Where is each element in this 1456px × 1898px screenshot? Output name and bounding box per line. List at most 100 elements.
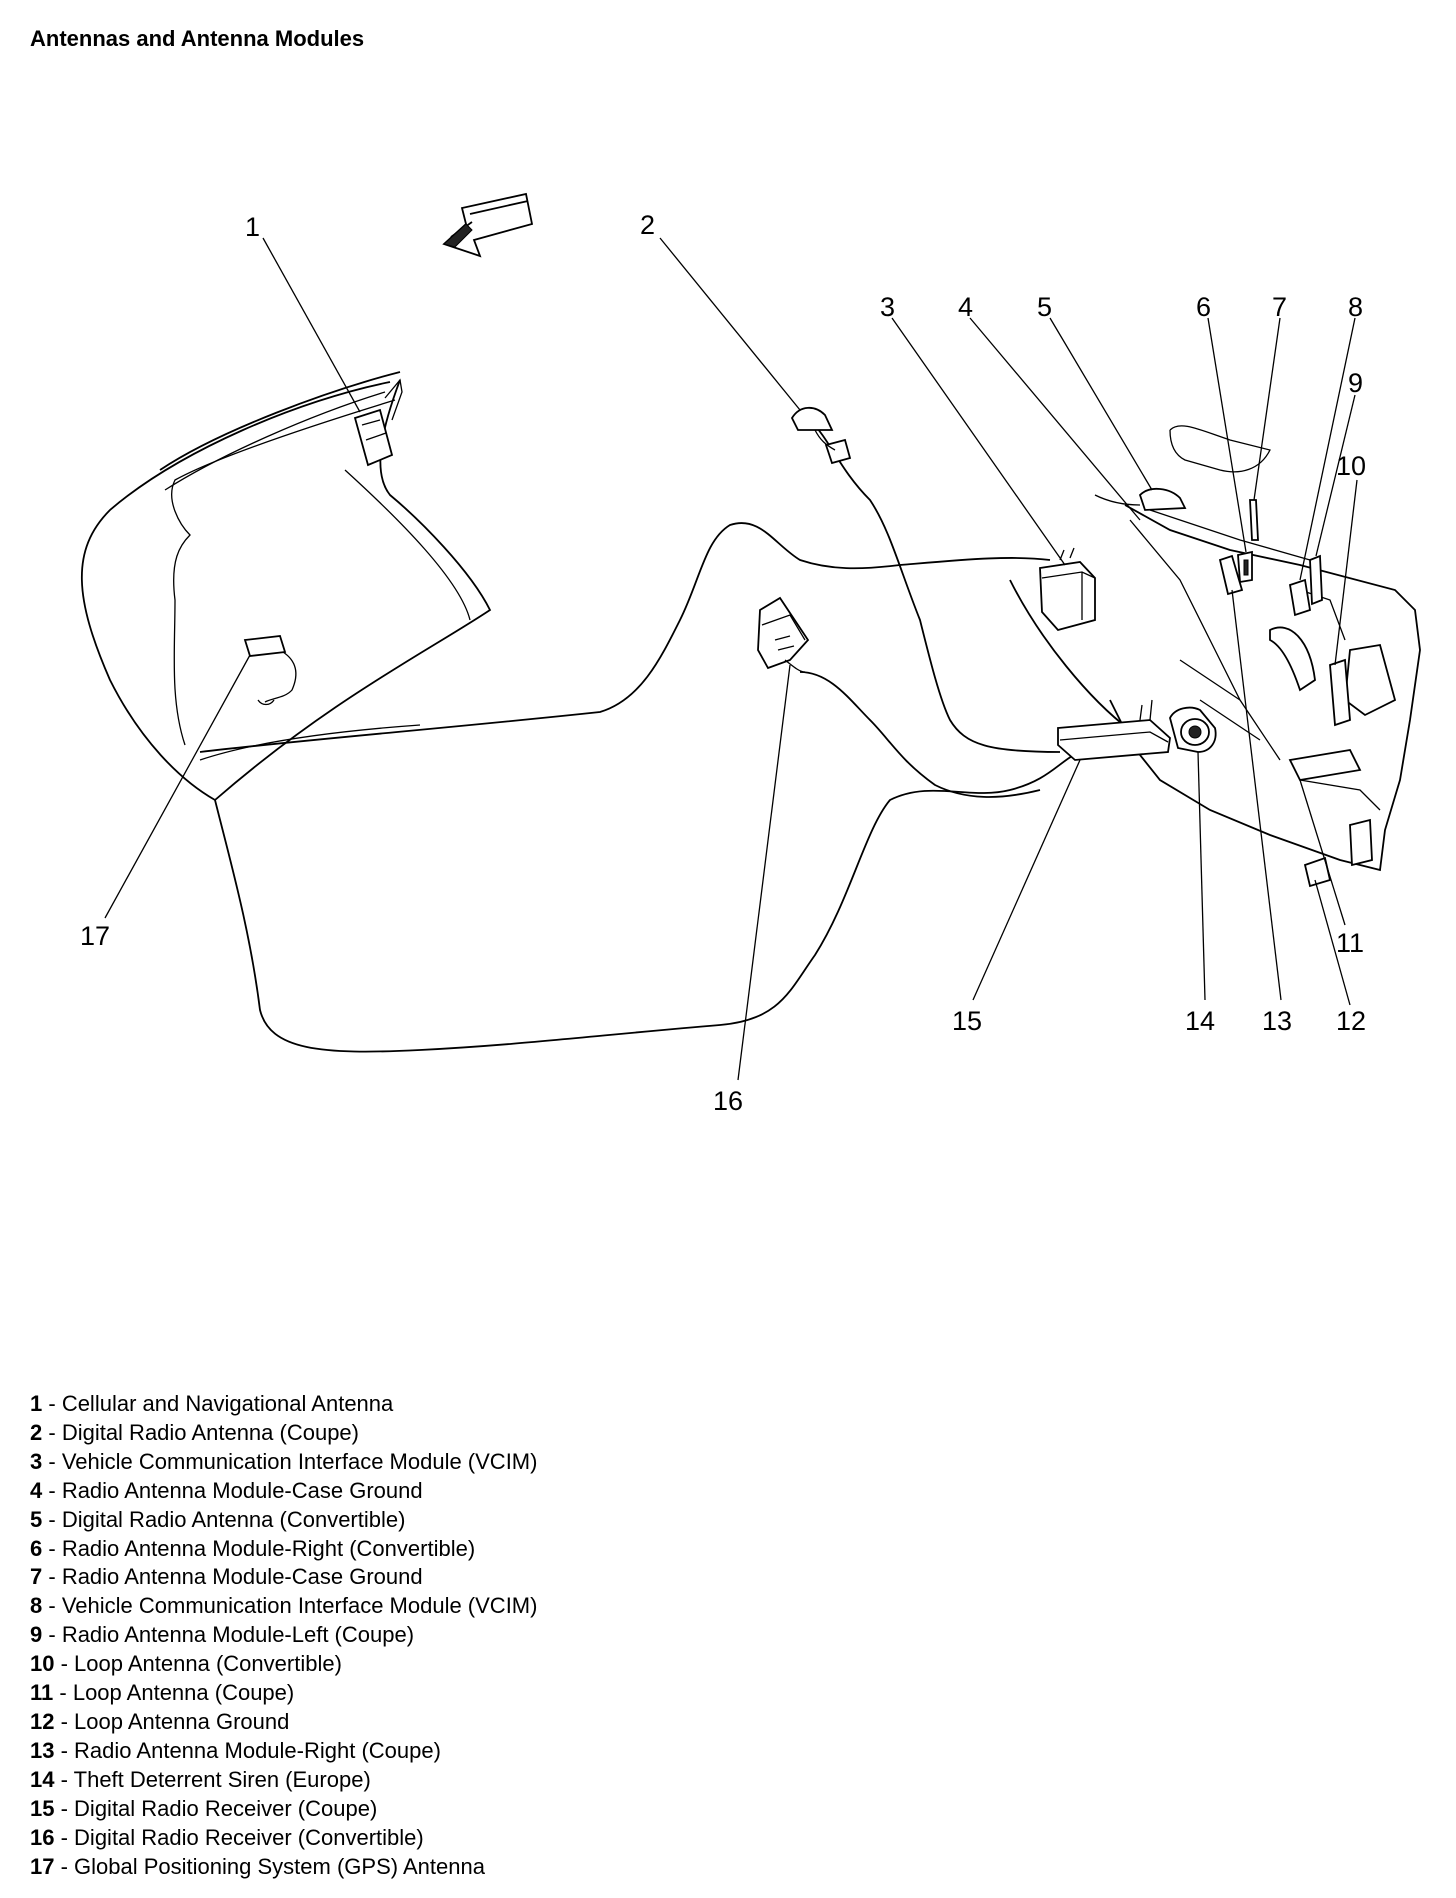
callout-labels: 1 2 3 4 5 6 7 8 9 10 11 12 13 14 15 16 1…	[80, 210, 1366, 1116]
callout-9: 9	[1348, 368, 1363, 398]
legend-item-number: 5	[30, 1506, 43, 1532]
legend-item-number: 8	[30, 1593, 43, 1619]
legend-item-number: 12	[30, 1708, 55, 1734]
legend-item: 13 - Radio Antenna Module-Right (Coupe)	[30, 1737, 537, 1766]
legend-item: 16 - Digital Radio Receiver (Convertible…	[30, 1824, 537, 1853]
legend-item-text: Radio Antenna Module-Left (Coupe)	[61, 1622, 415, 1648]
windshield-outline	[80, 371, 492, 801]
legend-item: 2 - Digital Radio Antenna (Coupe)	[30, 1419, 537, 1448]
callout-6: 6	[1196, 292, 1211, 322]
gps-antenna	[243, 635, 297, 706]
legend-item-separator: -	[42, 1564, 62, 1590]
legend-item-text: Radio Antenna Module-Right (Convertible)	[61, 1535, 476, 1561]
legend-item: 12 - Loop Antenna Ground	[30, 1708, 537, 1737]
legend-item-text: Digital Radio Antenna (Coupe)	[61, 1419, 359, 1445]
legend-item: 3 - Vehicle Communication Interface Modu…	[30, 1448, 537, 1477]
legend-item-text: Global Positioning System (GPS) Antenna	[74, 1853, 485, 1879]
callout-14: 14	[1185, 1006, 1215, 1036]
loop-antenna-convertible	[1269, 626, 1351, 727]
legend-item-text: Digital Radio Receiver (Convertible)	[74, 1824, 424, 1850]
vcim-module	[1039, 547, 1096, 632]
legend-item-separator: -	[53, 1680, 73, 1706]
callout-leaders	[104, 237, 1358, 1081]
legend-item-number: 14	[30, 1766, 55, 1792]
legend-item-number: 1	[30, 1391, 43, 1416]
legend-item: 14 - Theft Deterrent Siren (Europe)	[30, 1766, 537, 1795]
radio-antenna-modules-right	[1218, 499, 1259, 596]
legend-item-separator: -	[54, 1737, 75, 1763]
legend-item-text: Vehicle Communication Interface Module (…	[61, 1448, 538, 1474]
legend-item-number: 7	[30, 1564, 43, 1590]
legend-item-text: Theft Deterrent Siren (Europe)	[73, 1766, 371, 1792]
legend-item-number: 13	[30, 1737, 55, 1763]
callout-13: 13	[1262, 1006, 1292, 1036]
legend-item-number: 4	[30, 1477, 43, 1503]
legend-item-text: Digital Radio Antenna (Convertible)	[61, 1506, 406, 1532]
theft-deterrent-siren	[1169, 706, 1217, 753]
legend-item-text: Loop Antenna Ground	[74, 1708, 290, 1734]
callout-2: 2	[640, 210, 655, 240]
legend-item: 8 - Vehicle Communication Interface Modu…	[30, 1592, 537, 1621]
legend-item-number: 2	[30, 1419, 43, 1445]
legend-item-text: Radio Antenna Module-Right (Coupe)	[74, 1737, 441, 1763]
callout-15: 15	[952, 1006, 982, 1036]
legend-item-separator: -	[42, 1391, 62, 1416]
digital-radio-receiver-convertible	[757, 596, 810, 673]
callout-8: 8	[1348, 292, 1363, 322]
legend-item-number: 6	[30, 1535, 43, 1561]
callout-16: 16	[713, 1086, 743, 1116]
callout-10: 10	[1336, 451, 1366, 481]
legend-item-separator: -	[42, 1477, 62, 1503]
legend-item: 11 - Loop Antenna (Coupe)	[30, 1679, 537, 1708]
callout-12: 12	[1336, 1006, 1366, 1036]
callout-7: 7	[1272, 292, 1287, 322]
callout-1: 1	[245, 212, 260, 242]
legend-item: 9 - Radio Antenna Module-Left (Coupe)	[30, 1621, 537, 1650]
legend-item-separator: -	[42, 1535, 62, 1561]
legend-item: 1 - Cellular and Navigational Antenna	[30, 1390, 537, 1419]
digital-radio-receiver-coupe	[1057, 699, 1171, 761]
legend-item-number: 9	[30, 1622, 43, 1648]
legend-item-number: 11	[30, 1680, 54, 1706]
legend-item: 6 - Radio Antenna Module-Right (Converti…	[30, 1535, 537, 1564]
legend-item-separator: -	[54, 1766, 74, 1792]
legend-item-number: 17	[30, 1853, 55, 1879]
legend-item-separator: -	[42, 1419, 62, 1445]
vcim-and-radio-module-left	[1288, 554, 1323, 617]
callout-5: 5	[1037, 292, 1052, 322]
legend-item: 7 - Radio Antenna Module-Case Ground	[30, 1563, 537, 1592]
callout-4: 4	[958, 292, 973, 322]
legend-item-separator: -	[54, 1651, 75, 1677]
legend-item-text: Cellular and Navigational Antenna	[61, 1391, 394, 1416]
page-title: Antennas and Antenna Modules	[30, 26, 365, 51]
forward-direction-arrow	[442, 192, 534, 258]
callout-11: 11	[1336, 928, 1364, 958]
antenna-cable-harness	[199, 419, 1131, 1053]
legend-item-separator: -	[42, 1506, 62, 1532]
legend-item-number: 10	[30, 1651, 55, 1677]
legend-item: 10 - Loop Antenna (Convertible)	[30, 1650, 537, 1679]
legend-item-number: 3	[30, 1448, 43, 1474]
legend-item-separator: -	[42, 1448, 62, 1474]
legend-item-number: 16	[30, 1824, 55, 1850]
legend-item: 5 - Digital Radio Antenna (Convertible)	[30, 1506, 537, 1535]
cellular-navigational-antenna	[353, 378, 403, 467]
legend-item: 17 - Global Positioning System (GPS) Ant…	[30, 1853, 537, 1882]
legend-item-separator: -	[42, 1593, 62, 1619]
legend-item-text: Vehicle Communication Interface Module (…	[61, 1593, 538, 1619]
legend-item: 15 - Digital Radio Receiver (Coupe)	[30, 1795, 537, 1824]
legend-item-number: 15	[30, 1795, 55, 1821]
digital-radio-antenna-convertible	[1094, 488, 1187, 511]
legend-item-text: Radio Antenna Module-Case Ground	[61, 1564, 423, 1590]
legend-item-separator: -	[42, 1622, 62, 1648]
legend-item-text: Loop Antenna (Convertible)	[74, 1651, 342, 1677]
legend-item-separator: -	[54, 1853, 75, 1879]
legend-item-text: Radio Antenna Module-Case Ground	[61, 1477, 423, 1503]
callout-3: 3	[880, 292, 895, 322]
antenna-diagram: 1 2 3 4 5 6 7 8 9 10 11 12 13 14 15 16 1…	[80, 192, 1421, 1116]
legend-item-separator: -	[54, 1708, 75, 1734]
legend-item-separator: -	[54, 1795, 75, 1821]
legend-item-text: Digital Radio Receiver (Coupe)	[74, 1795, 378, 1821]
legend-item-text: Loop Antenna (Coupe)	[72, 1680, 295, 1706]
